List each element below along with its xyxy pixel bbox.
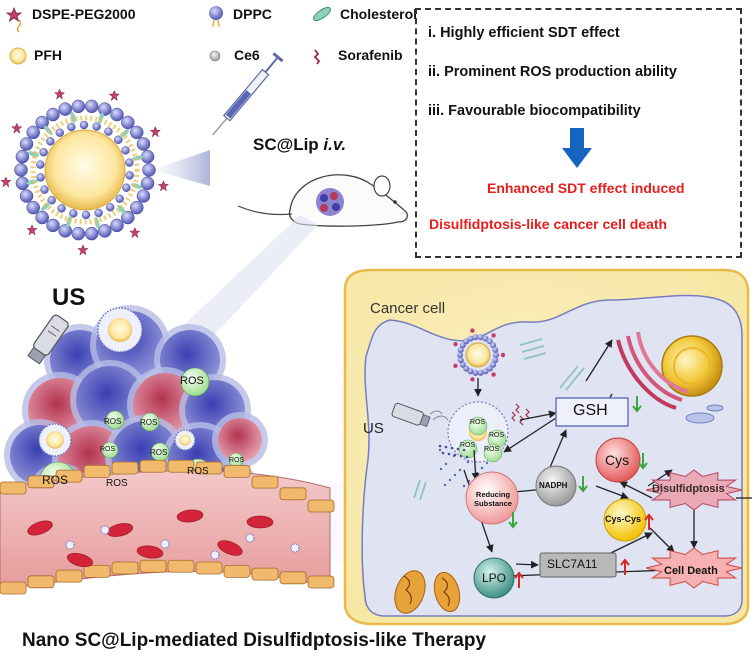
pfh-icon [9, 47, 27, 65]
legend-dspe-label: DSPE-PEG2000 [32, 6, 136, 22]
ros-label: ROS [484, 446, 500, 453]
pathway-arrows [463, 339, 752, 577]
nadph-label: NADPH [539, 481, 568, 490]
cell-liposome [438, 328, 530, 463]
ros-label: ROS [100, 446, 116, 453]
cholesterol-icon [312, 6, 332, 22]
us-label-left: US [52, 284, 86, 311]
mitochondria-icon [394, 570, 461, 614]
golgi-icon [616, 331, 689, 410]
legend-dppc-label: DPPC [233, 6, 272, 22]
node-slc7a11 [539, 552, 617, 578]
node-disulfidptosis [645, 469, 743, 511]
ros-label: ROS [460, 442, 476, 449]
disulfidptosis-label: Disulfidptosis [652, 483, 725, 495]
reducing-label: Reducing Substance [474, 490, 512, 508]
bottom-title: Nano SC@Lip-mediated Disulfidptosis-like… [22, 630, 487, 651]
legend-ce6-label: Ce6 [234, 47, 260, 63]
ros-label: ROS [187, 466, 209, 477]
feature-1: i. Highly efficient SDT effect [428, 25, 620, 41]
ros-label: ROS [104, 417, 122, 426]
feature-3: iii. Favourable biocompatibility [428, 103, 641, 119]
regulation-indicators [508, 396, 654, 588]
legend [5, 6, 332, 65]
node-lpo [473, 557, 515, 599]
ros-label: ROS [489, 432, 505, 439]
liposome-illustration [0, 88, 210, 256]
ce6-icon [209, 50, 221, 62]
dppc-icon [209, 6, 223, 28]
ros-label: ROS [229, 457, 245, 464]
gsh-label: GSH [573, 402, 608, 419]
node-reducing [465, 471, 519, 525]
nucleus-icon [661, 335, 723, 397]
ros-label: ROS [180, 375, 204, 387]
legend-cholesterol-label: Cholesterol [340, 6, 418, 22]
outcome-1: Enhanced SDT effect induced [487, 180, 685, 196]
slc7a11-label: SLC7A11 [547, 557, 598, 571]
cell-label: Cancer cell [370, 300, 446, 317]
er-icon [413, 338, 585, 501]
feature-box [415, 8, 742, 258]
dspe-peg2000-icon [5, 6, 23, 33]
feature-2: ii. Prominent ROS production ability [428, 64, 677, 80]
wave-icon [429, 410, 449, 421]
ros-label: ROS [42, 473, 69, 487]
node-cys [595, 437, 641, 483]
injection-label: SC@Lip i.v. [253, 135, 347, 154]
vesicle-icon [685, 404, 724, 424]
ros-label: ROS [140, 418, 158, 427]
legend-sorafenib-label: Sorafenib [338, 47, 403, 63]
ultrasound-probe-icon [27, 314, 69, 365]
blood-vessel [0, 459, 335, 595]
node-celldeath [645, 547, 743, 589]
syringe-icon [212, 52, 284, 136]
ros-label: ROS [106, 478, 128, 489]
legend-pfh-label: PFH [34, 47, 62, 63]
us-label-cell: US [363, 420, 384, 437]
zoom-beam-top [168, 215, 318, 350]
ros-label: ROS [470, 419, 486, 426]
mouse-illustration [237, 174, 409, 227]
ultrasound-probe-cell-icon [391, 402, 431, 427]
node-gsh [555, 397, 629, 427]
ros-label: ROS [150, 448, 168, 457]
node-nadph [535, 465, 577, 507]
lpo-label: LPO [482, 571, 507, 585]
sorafenib-icon [313, 49, 321, 65]
cyscys-label: Cys-Cys [605, 514, 642, 524]
celldeath-label: Cell Death [664, 565, 718, 577]
down-arrow-icon [562, 128, 592, 168]
cys-label: Cys [605, 452, 630, 468]
outcome-2: Disulfidptosis-like cancer cell death [429, 216, 668, 232]
